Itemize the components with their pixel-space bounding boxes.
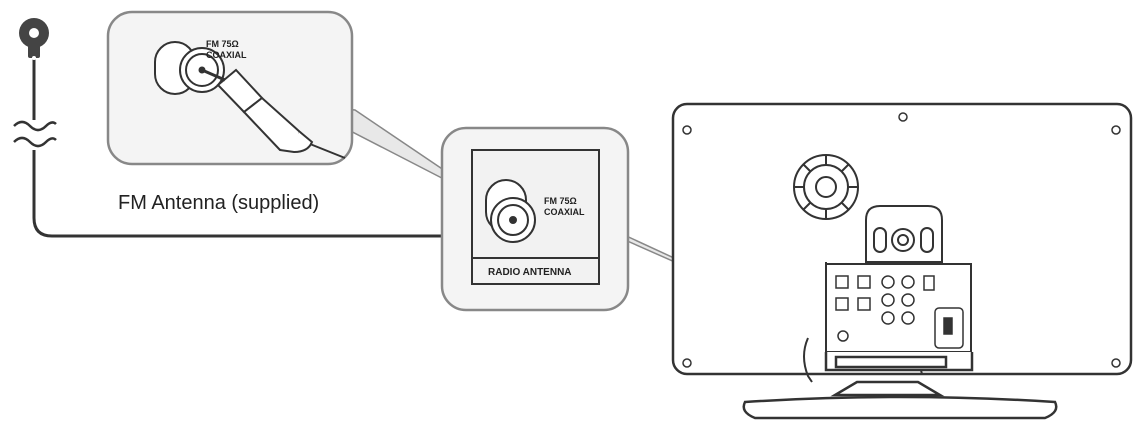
panel-coaxial-jack-icon: [485, 179, 536, 243]
zoom-label-line2: COAXIAL: [206, 50, 247, 60]
zoom-label-line1: FM 75Ω: [206, 39, 239, 49]
coaxial-plug-icon: [201, 68, 346, 159]
panel-title: RADIO ANTENNA: [488, 267, 572, 278]
speaker-grille-icon: [793, 154, 859, 220]
connector-panel: [825, 262, 972, 353]
zoom-callout-box: FM 75Ω COAXIAL: [106, 10, 354, 166]
antenna-caption: FM Antenna (supplied): [118, 192, 319, 214]
panel-callout-box: FM 75Ω COAXIAL RADIO ANTENNA: [440, 126, 630, 312]
panel-label-line1: FM 75Ω: [544, 196, 577, 206]
wall-mount-bracket: [865, 205, 943, 263]
antenna-connector-icon: [19, 18, 49, 60]
tv-stand: [742, 352, 1058, 420]
wave-break-icon: [13, 120, 57, 148]
panel-label-line2: COAXIAL: [544, 207, 585, 217]
fm-antenna-wire: [32, 55, 500, 238]
mounting-screws: [682, 112, 1121, 368]
